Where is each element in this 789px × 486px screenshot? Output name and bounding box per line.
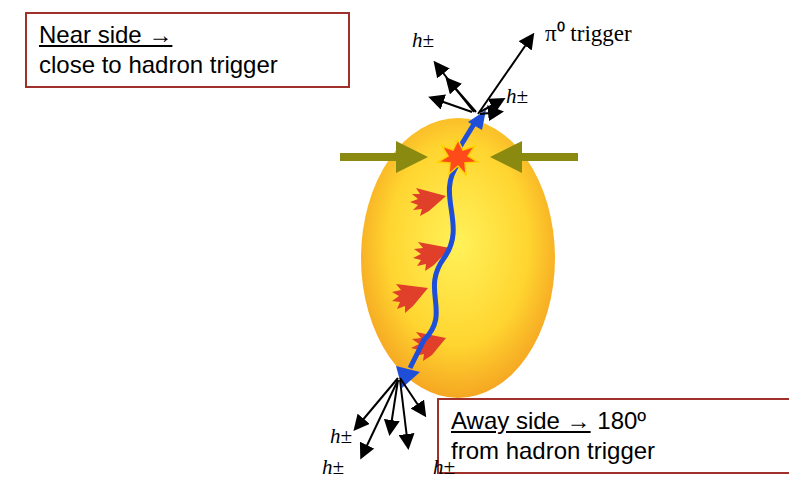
- beam-arrow: [506, 153, 578, 161]
- hadron-label: h±: [322, 455, 344, 480]
- box-heading: Away side →: [451, 407, 591, 434]
- trigger-label: π⁰ trigger: [545, 16, 632, 48]
- hadron-label: h±: [506, 84, 528, 109]
- gluon-radiation: [392, 188, 450, 361]
- collision-star: [438, 140, 478, 175]
- hadron-label: h±: [330, 424, 352, 449]
- box-heading: Near side →: [39, 20, 336, 50]
- hadron-label: h±: [433, 455, 455, 480]
- note-box: Near side →close to hadron trigger: [25, 12, 350, 88]
- beam-arrow: [340, 153, 412, 161]
- near-fragments: [432, 36, 532, 114]
- parton-path: [410, 164, 458, 368]
- away-fragments: [356, 378, 424, 456]
- hadron-label: h±: [412, 28, 434, 53]
- note-box: Away side → 180º from hadron trigger: [437, 398, 789, 474]
- box-text: close to hadron trigger: [39, 50, 336, 80]
